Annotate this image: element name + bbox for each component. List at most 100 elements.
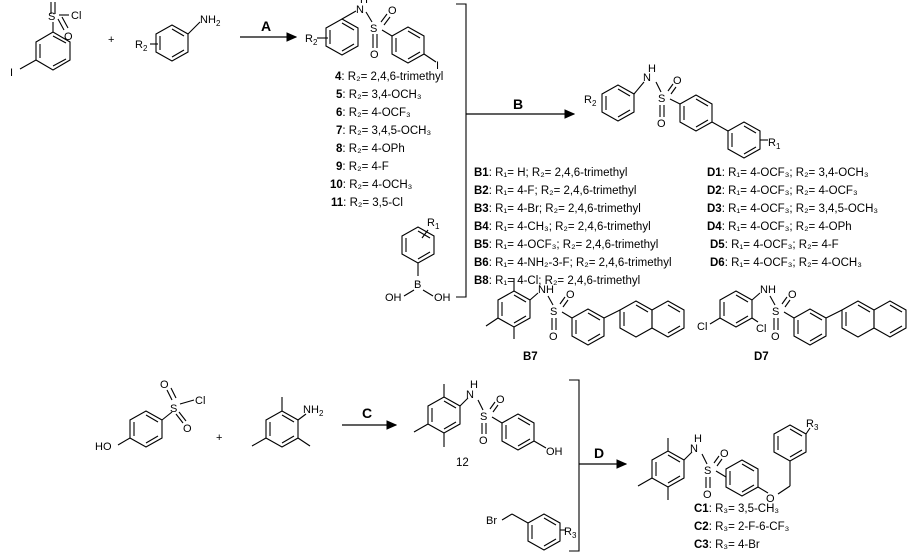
plus-sign: + bbox=[108, 34, 114, 46]
plus-sign: + bbox=[216, 432, 222, 444]
atom-I: I bbox=[10, 67, 13, 79]
atom-I: I bbox=[436, 60, 439, 72]
series-C-list: C1: R₃= 3,5-CH₃ C2: R₃= 2-F-6-CF₃ C3: R₃… bbox=[694, 503, 790, 551]
atom-R: R bbox=[135, 39, 143, 51]
atom-S: S bbox=[48, 11, 55, 23]
list-item: 6: R₂= 4-OCF₃ bbox=[336, 107, 411, 119]
list-item: 9: R₂= 4-F bbox=[336, 161, 389, 173]
atom-NH2: NH bbox=[303, 404, 319, 416]
compound-label-B7: B7 bbox=[523, 351, 538, 363]
atom-O: O bbox=[703, 489, 712, 501]
atom-O: O bbox=[766, 493, 775, 505]
reagent-boronic-acid: R 1 B OH OH bbox=[385, 217, 451, 304]
atom-S: S bbox=[170, 403, 177, 415]
atom-O: O bbox=[657, 118, 666, 130]
product-biaryl-sulfonamide: R 2 N H S O O R 1 bbox=[584, 63, 781, 159]
list-item: 4: R₂= 2,4,6-trimethyl bbox=[335, 71, 443, 83]
list-item: B4: R₁= 4-CH₃; R₂= 2,4,6-trimethyl bbox=[474, 221, 651, 233]
reagent-iodobenzenesulfonyl-chloride: S O Cl I bbox=[10, 2, 81, 79]
atom-O: O bbox=[496, 394, 505, 406]
subscript-2: 2 bbox=[313, 38, 318, 47]
list-item: 11: R₂= 3,5-Cl bbox=[331, 197, 403, 209]
list-item: B8: R₁= 4-Cl; R₂= 2,4,6-trimethyl bbox=[474, 275, 640, 287]
atom-O: O bbox=[788, 289, 797, 301]
list-item: D2: R₁= 4-OCF₃; R₂= 4-OCF₃ bbox=[707, 185, 858, 197]
list-item: 10: R₂= 4-OCH₃ bbox=[330, 179, 413, 191]
compound-label-D7: D7 bbox=[754, 351, 769, 363]
list-item: D6: R₁= 4-OCF₃; R₂= 4-OCH₃ bbox=[710, 257, 862, 269]
atom-Cl: Cl bbox=[71, 10, 81, 22]
step-label-B: B bbox=[513, 96, 523, 112]
intermediate-list: 4: R₂= 2,4,6-trimethyl 5: R₂= 3,4-OCH₃ 6… bbox=[330, 71, 443, 209]
step-label-A: A bbox=[261, 18, 271, 34]
atom-O: O bbox=[771, 331, 780, 343]
subscript-1: 1 bbox=[776, 142, 781, 151]
list-item: B2: R₁= 4-F; R₂= 2,4,6-trimethyl bbox=[474, 185, 636, 197]
atom-Br: Br bbox=[486, 515, 497, 527]
atom-OH: OH bbox=[546, 446, 563, 458]
atom-R: R bbox=[305, 33, 313, 45]
atom-O: O bbox=[479, 435, 488, 447]
atom-O: O bbox=[388, 5, 397, 17]
atom-R: R bbox=[564, 526, 572, 538]
atom-N: N bbox=[356, 4, 364, 16]
list-item: C2: R₃= 2-F-6-CF₃ bbox=[694, 521, 790, 533]
series-D-list: D1: R₁= 4-OCF₃; R₂= 3,4-OCH₃ D2: R₁= 4-O… bbox=[707, 167, 878, 269]
atom-O: O bbox=[720, 448, 729, 460]
atom-H: H bbox=[360, 0, 368, 6]
step-label-D: D bbox=[594, 445, 604, 461]
reagent-hydroxybenzenesulfonyl-chloride: HO S O O Cl bbox=[95, 379, 205, 453]
atom-N: N bbox=[690, 443, 698, 455]
atom-S: S bbox=[550, 306, 557, 318]
atom-R: R bbox=[427, 217, 435, 229]
atom-B: B bbox=[414, 279, 421, 291]
subscript-2: 2 bbox=[216, 19, 221, 28]
atom-S: S bbox=[658, 93, 665, 105]
atom-O: O bbox=[370, 49, 379, 61]
subscript-1: 1 bbox=[435, 222, 440, 231]
reagent-benzyl-bromide: Br R 3 bbox=[486, 513, 577, 551]
atom-NH: NH bbox=[760, 284, 776, 296]
list-item: D4: R₁= 4-OCF₃; R₂= 4-OPh bbox=[707, 221, 852, 233]
list-item: 7: R₂= 3,4,5-OCH₃ bbox=[336, 125, 431, 137]
list-item: C3: R₃= 4-Br bbox=[694, 539, 760, 551]
atom-NH: NH bbox=[538, 284, 554, 296]
atom-S: S bbox=[772, 306, 779, 318]
atom-HO: HO bbox=[95, 441, 112, 453]
step-label-C: C bbox=[362, 405, 372, 421]
list-item: B6: R₁= 4-NH₂-3-F; R₂= 2,4,6-trimethyl bbox=[474, 257, 672, 269]
atom-R: R bbox=[768, 137, 776, 149]
compound-label-12: 12 bbox=[456, 457, 469, 469]
list-item: D5: R₁= 4-OCF₃; R₂= 4-F bbox=[710, 239, 839, 251]
atom-OH: OH bbox=[385, 292, 402, 304]
reagent-trimethylaniline: NH 2 bbox=[251, 397, 324, 448]
product-benzyl-ether: N H S O O O R 3 bbox=[637, 418, 819, 505]
list-item: B5: R₁= 4-OCF₃; R₂= 2,4,6-trimethyl bbox=[474, 239, 658, 251]
bracket bbox=[456, 3, 467, 298]
list-item: C1: R₃= 3,5-CH₃ bbox=[694, 503, 779, 515]
atom-O: O bbox=[160, 379, 169, 391]
subscript-2: 2 bbox=[319, 409, 324, 418]
atom-S: S bbox=[480, 411, 487, 423]
atom-Cl: Cl bbox=[697, 321, 707, 333]
list-item: B1: R₁= H; R₂= 2,4,6-trimethyl bbox=[474, 167, 627, 179]
list-item: B3: R₁= 4-Br; R₂= 2,4,6-trimethyl bbox=[474, 203, 641, 215]
subscript-2: 2 bbox=[143, 44, 148, 53]
atom-R: R bbox=[806, 418, 814, 430]
subscript-3: 3 bbox=[572, 531, 577, 540]
atom-O: O bbox=[566, 289, 575, 301]
structure-D7: Cl Cl NH S O O D7 bbox=[697, 284, 907, 363]
list-item: D3: R₁= 4-OCF₃; R₂= 3,4,5-OCH₃ bbox=[707, 203, 878, 215]
intermediate-sulfonamide: N H S O O I R 2 bbox=[305, 0, 439, 72]
atom-Cl: Cl bbox=[756, 323, 766, 335]
atom-S: S bbox=[370, 23, 377, 35]
atom-H: H bbox=[470, 379, 478, 391]
reagent-substituted-aniline: NH 2 R 2 bbox=[135, 14, 221, 62]
list-item: D1: R₁= 4-OCF₃; R₂= 3,4-OCH₃ bbox=[707, 167, 869, 179]
atom-O: O bbox=[183, 423, 192, 435]
list-item: 5: R₂= 3,4-OCH₃ bbox=[336, 89, 422, 101]
atom-OH: OH bbox=[434, 292, 451, 304]
atom-R: R bbox=[584, 94, 592, 106]
bracket bbox=[569, 379, 580, 552]
